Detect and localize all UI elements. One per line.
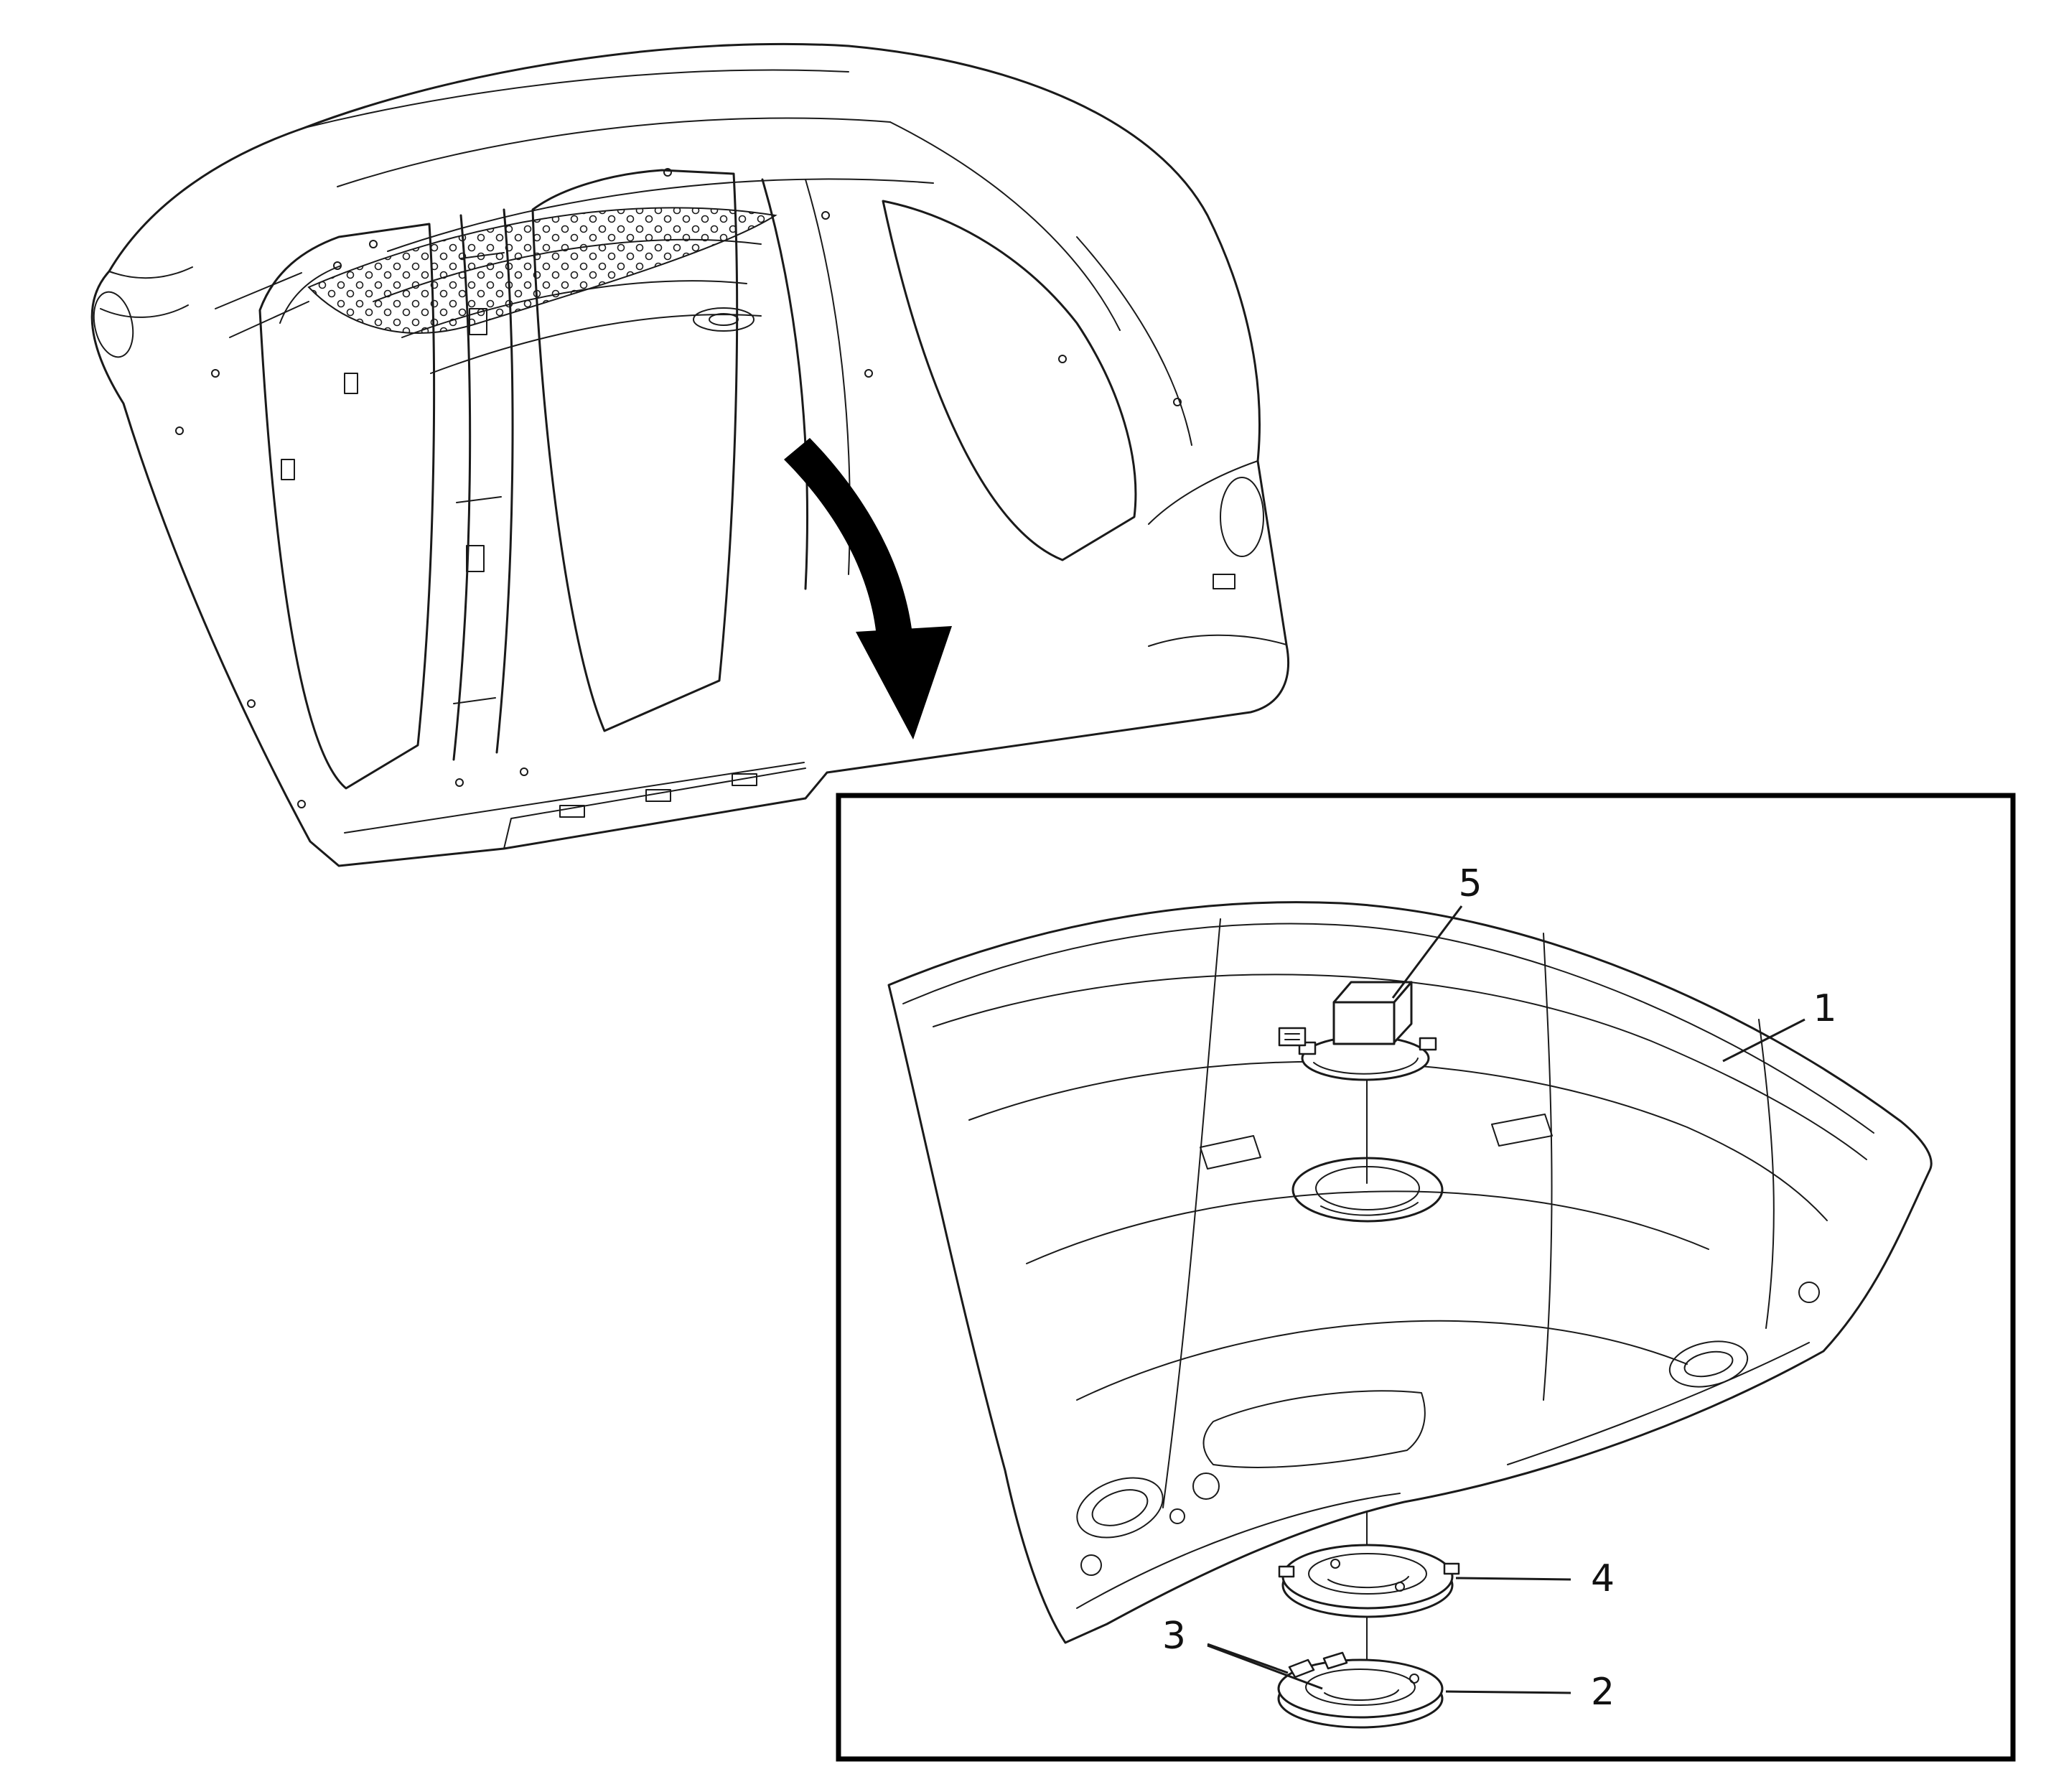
inset-border: [836, 793, 2016, 1762]
part-2-base-drawing: [1277, 1651, 1444, 1729]
headliner-panel-drawing: [887, 901, 1933, 1644]
fastener-holes: [175, 168, 1182, 808]
front-body-hole: [1220, 477, 1264, 557]
b-pillar: [452, 214, 472, 761]
callout-1: 1: [1722, 987, 1837, 1063]
rocker-line: [344, 762, 805, 834]
callout-4: 4: [1455, 1557, 1615, 1600]
part-4-retainer-drawing: [1278, 1544, 1460, 1618]
rear-door-aperture: [258, 223, 436, 790]
a-pillar: [761, 178, 808, 590]
panel-tab: [1200, 1135, 1261, 1170]
callout-3-leader: [1207, 1643, 1289, 1674]
callout-2-label: 2: [1591, 1671, 1615, 1714]
detail-view-arrow-icon: [784, 438, 952, 739]
interior-roof-hole: [693, 307, 755, 332]
part-3-clips: [1288, 1651, 1348, 1679]
detail-inset: 5 1 4 3 2: [836, 793, 2016, 1762]
roof-side-rail: [889, 121, 1121, 331]
callout-2-leader: [1445, 1690, 1571, 1694]
callout-3: 3: [1162, 1615, 1323, 1690]
front-door-aperture: [531, 169, 739, 732]
roof-seam: [337, 117, 891, 187]
callout-1-leader: [1722, 1018, 1806, 1063]
roof-side-rail-inner: [1076, 236, 1192, 446]
callout-5-label: 5: [1458, 862, 1482, 905]
callout-2: 2: [1445, 1671, 1615, 1714]
callout-5: 5: [1391, 862, 1482, 999]
part-5-module-drawing: [1278, 981, 1437, 1081]
roof-seam: [304, 69, 849, 129]
callout-1-label: 1: [1813, 987, 1836, 1030]
callout-5-leader: [1391, 905, 1463, 999]
car-body-illustration: [90, 42, 1290, 867]
callout-3-label: 3: [1162, 1615, 1186, 1658]
roof-seam: [387, 178, 934, 252]
callout-3-leader: [1207, 1644, 1323, 1690]
rear-quarter-hole: [93, 291, 134, 358]
body-outline: [90, 42, 1290, 867]
callout-4-label: 4: [1591, 1557, 1615, 1600]
front-body-opening: [882, 200, 1137, 561]
callout-4-leader: [1455, 1577, 1571, 1581]
panel-tab: [1491, 1114, 1553, 1147]
